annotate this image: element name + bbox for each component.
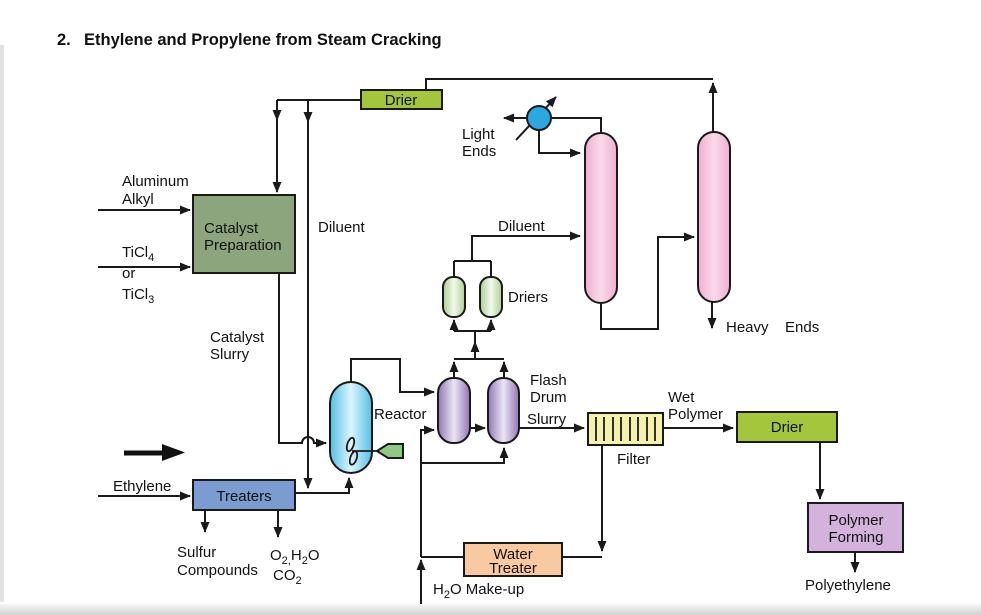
- label-co2: CO2: [273, 567, 302, 587]
- reactor-vessel: [329, 381, 373, 474]
- label-treaters: Treaters: [216, 488, 271, 505]
- line-diluent-to-column1: [471, 231, 581, 261]
- line-column1-overhead: [552, 117, 602, 133]
- label-wet-polymer-1: Wet: [668, 389, 695, 406]
- label-diluent-right: Diluent: [498, 218, 546, 235]
- page-bottom-edge: [0, 602, 981, 615]
- page-title: Ethylene and Propylene from Steam Cracki…: [84, 31, 442, 49]
- line-treaters-to-reactor: [295, 477, 354, 494]
- label-o2-h2o: O2,H2O: [270, 547, 320, 567]
- label-h2o-makeup: H2O Make-up: [433, 581, 524, 601]
- small-drier-2: [479, 276, 503, 318]
- label-catalyst-preparation-2: Preparation: [204, 237, 282, 254]
- line-reactor-to-flashdrum: [350, 358, 435, 397]
- label-sulfur-compounds-1: Sulfur: [177, 544, 216, 561]
- label-ticl4: TiCl4: [122, 244, 154, 264]
- line-reflux: [538, 131, 581, 158]
- label-drier-right: Drier: [771, 419, 804, 436]
- impeller-blade-top: [345, 436, 356, 453]
- label-sulfur-compounds-2: Compounds: [177, 562, 258, 579]
- label-driers: Driers: [508, 289, 548, 306]
- filter-box: [587, 412, 664, 446]
- line-catalyst-slurry: [278, 273, 327, 448]
- treaters-box: [192, 479, 296, 511]
- distillation-column-1: [584, 132, 618, 304]
- label-drier-top: Drier: [385, 92, 418, 109]
- label-light-ends-1: Light: [462, 126, 495, 143]
- polymer-forming-box: [807, 502, 904, 553]
- distillation-column-2: [697, 131, 731, 303]
- label-ticl3: TiCl3: [122, 286, 154, 306]
- impeller-blade-bottom: [348, 450, 359, 466]
- line-water-riser-drum2: [421, 447, 509, 464]
- label-filter: Filter: [617, 451, 650, 468]
- label-aluminum-alkyl-1: Aluminum: [122, 173, 189, 190]
- bold-feed-arrow-icon: [124, 444, 185, 461]
- label-catalyst-slurry-2: Slurry: [210, 346, 250, 363]
- filter-body: [587, 412, 664, 446]
- label-slurry: Slurry: [527, 411, 567, 428]
- label-aluminum-alkyl-2: Alkyl: [122, 191, 154, 208]
- label-wet-polymer-2: Polymer: [668, 406, 723, 423]
- label-polymer-forming-1: Polymer: [828, 512, 883, 529]
- label-light-ends-2: Ends: [462, 143, 496, 160]
- label-water-treater-1: Water: [493, 546, 532, 563]
- label-flash-drum-1: Flash: [530, 372, 567, 389]
- label-catalyst-slurry-1: Catalyst: [210, 329, 265, 346]
- filter-hatch-lines: [595, 417, 656, 441]
- label-flash-drum-2: Drum: [530, 389, 567, 406]
- catalyst-preparation-box: [192, 194, 296, 274]
- label-polymer-forming-2: Forming: [828, 529, 883, 546]
- label-catalyst-preparation-1: Catalyst: [204, 220, 259, 237]
- agitator-motor-icon: [375, 443, 404, 459]
- small-drier-1: [442, 276, 466, 318]
- label-reactor: Reactor: [374, 406, 427, 423]
- title-number: 2.: [57, 31, 71, 49]
- line-water-riser-drum1: [420, 425, 435, 557]
- flash-drum-2: [487, 377, 520, 444]
- drier-top-box: [360, 89, 443, 110]
- page-left-edge: [0, 45, 4, 602]
- label-polyethylene: Polyethylene: [805, 577, 891, 594]
- flash-drum-1: [437, 377, 471, 444]
- line-recycle-to-drier: [425, 78, 713, 90]
- drier-right-box: [736, 411, 838, 443]
- condenser-circle: [526, 105, 552, 131]
- water-treater-box: [463, 542, 563, 577]
- line-column1-to-column2: [600, 232, 695, 330]
- label-water-treater-2: Treater: [489, 560, 537, 577]
- reactor-agitator: [345, 436, 404, 466]
- label-diluent-left: Diluent: [318, 219, 366, 236]
- label-ethylene: Ethylene: [113, 478, 171, 495]
- label-or: or: [122, 265, 135, 282]
